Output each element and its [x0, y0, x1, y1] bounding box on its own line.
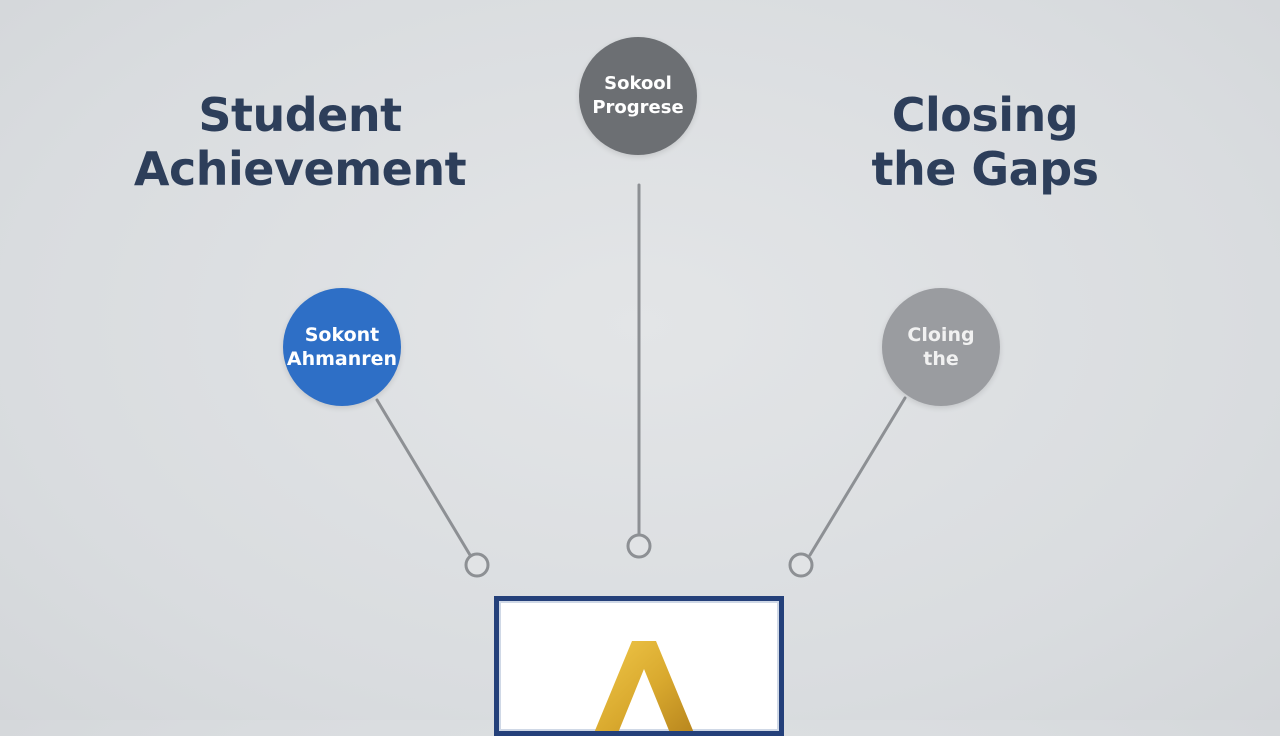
heading-left-line-2: Achievement: [133, 142, 467, 196]
heading-closing-the-gaps: Closing the Gaps: [840, 88, 1130, 196]
node-top-line-2: Progrese: [592, 97, 684, 118]
node-school-progress: Sokool Progrese: [579, 37, 697, 155]
connector-right: [808, 396, 907, 557]
node-right-line-2: the: [923, 348, 959, 370]
heading-right-line-1: Closing: [891, 88, 1079, 142]
heading-left-line-1: Student: [198, 88, 402, 142]
diagram-canvas: Student Achievement Closing the Gaps Sok…: [120, 37, 1130, 736]
node-left-line-2: Ahmanren: [286, 348, 398, 370]
connector-left: [375, 398, 472, 557]
node-right-line-1: Cloing: [907, 324, 975, 346]
heading-student-achievement: Student Achievement: [120, 88, 480, 196]
connector-end-right: [788, 552, 814, 578]
node-student-achievement: Sokont Ahmanren: [283, 288, 401, 406]
connector-end-top: [626, 533, 652, 559]
gold-a-logo-icon: [594, 641, 694, 731]
connector-end-left: [464, 552, 490, 578]
node-left-line-1: Sokont: [304, 324, 380, 346]
connector-lines: [375, 183, 907, 578]
node-closing-the-gaps: Cloing the: [882, 288, 1000, 406]
heading-right-line-2: the Gaps: [871, 142, 1099, 196]
hub-logo-box: [494, 596, 784, 736]
node-top-line-1: Sokool: [604, 73, 672, 94]
